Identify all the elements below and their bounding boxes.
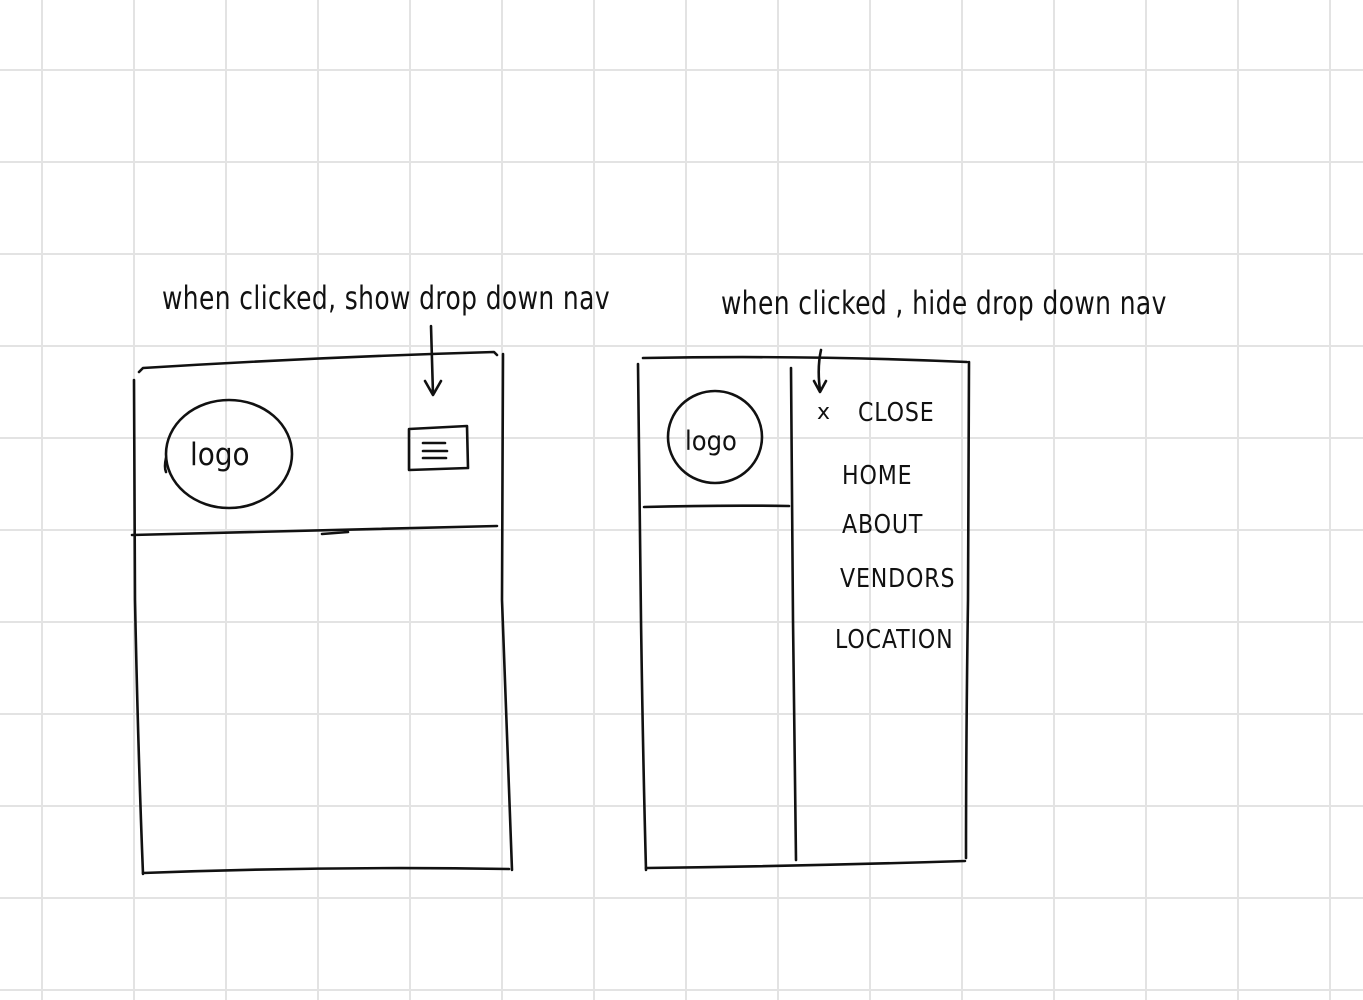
annotation-arrow-right xyxy=(812,348,828,394)
left-logo-circle-tail xyxy=(163,456,168,474)
left-logo-circle xyxy=(164,398,294,510)
left-logo-label: logo xyxy=(190,437,250,473)
close-label: CLOSE xyxy=(858,398,935,428)
right-frame-top-edge xyxy=(641,355,969,364)
left-frame-right-edge xyxy=(500,352,514,872)
annotation-hide-nav: when clicked , hide drop down nav xyxy=(721,284,1167,322)
right-logo-label: logo xyxy=(685,426,737,457)
hamburger-menu-icon[interactable] xyxy=(407,424,470,472)
left-frame-bottom-edge xyxy=(141,866,511,875)
close-icon: x xyxy=(817,400,831,425)
right-frame-bottom-edge xyxy=(644,859,967,870)
left-header-divider-mark xyxy=(320,530,350,536)
nav-item-about[interactable]: ABOUT xyxy=(842,510,924,540)
right-header-divider xyxy=(642,504,791,509)
left-header-divider xyxy=(130,524,499,537)
left-frame-left-edge xyxy=(132,378,145,876)
right-frame-right-edge xyxy=(964,360,971,860)
left-frame-top-edge xyxy=(137,350,499,374)
right-logo-circle xyxy=(666,389,764,485)
nav-item-vendors[interactable]: VENDORS xyxy=(840,564,956,594)
nav-item-home[interactable]: HOME xyxy=(842,461,913,491)
right-frame-left-edge xyxy=(636,362,648,872)
annotation-arrow-left xyxy=(423,324,443,397)
annotation-show-nav: when clicked, show drop down nav xyxy=(162,279,610,317)
nav-item-location[interactable]: LOCATION xyxy=(835,625,954,655)
right-nav-panel-divider xyxy=(789,366,798,862)
